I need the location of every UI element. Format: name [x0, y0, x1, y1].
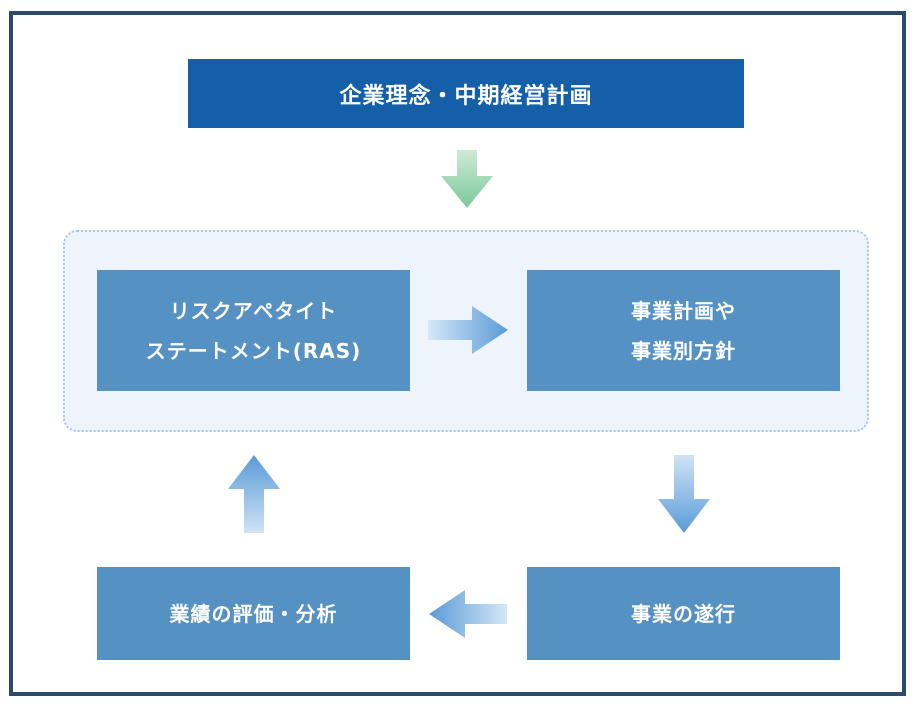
- ras-box-line-1: リスクアペタイト: [169, 298, 338, 323]
- arrow-up-icon: [228, 455, 280, 533]
- arrow-down-icon: [441, 150, 493, 208]
- arrow-right-icon: [428, 306, 508, 354]
- performance-evaluation-label: 業績の評価・分析: [169, 601, 338, 626]
- business-plan-line-1: 事業計画や: [631, 298, 736, 323]
- business-execution-box: 事業の遂行: [527, 567, 840, 660]
- arrow-left-icon: [429, 590, 507, 638]
- ras-box: リスクアペタイト ステートメント(RAS): [97, 270, 410, 391]
- arrow-down-icon: [658, 455, 710, 533]
- business-execution-label: 事業の遂行: [631, 601, 736, 626]
- corporate-philosophy-label: 企業理念・中期経営計画: [339, 83, 593, 109]
- ras-box-line-2: ステートメント(RAS): [145, 338, 362, 363]
- corporate-philosophy-box: 企業理念・中期経営計画: [188, 59, 744, 128]
- business-plan-box: 事業計画や 事業別方針: [527, 270, 840, 391]
- performance-evaluation-box: 業績の評価・分析: [97, 567, 410, 660]
- business-plan-line-2: 事業別方針: [631, 338, 736, 363]
